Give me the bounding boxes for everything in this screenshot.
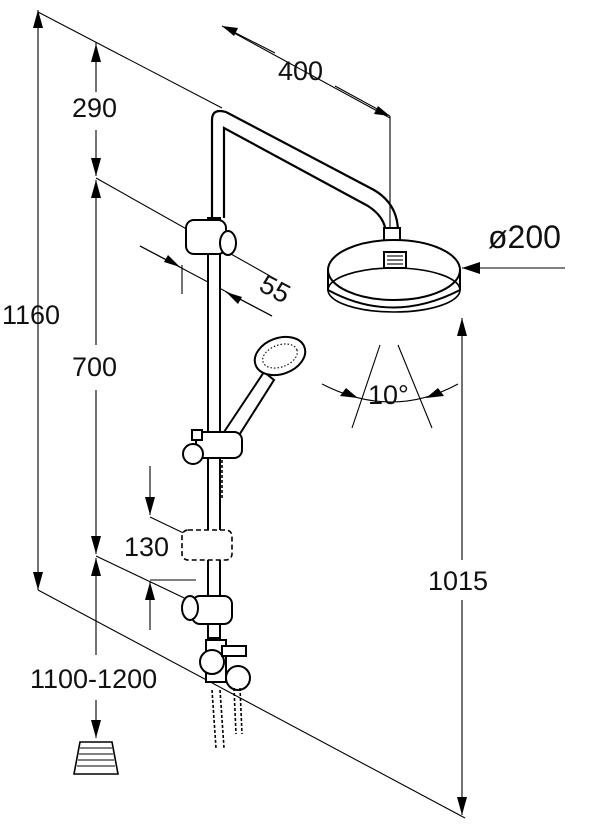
dim-top-offset	[91, 42, 101, 176]
lower-wall-bracket	[181, 595, 233, 625]
label-mount-height: 1100-1200	[30, 664, 157, 694]
dim-head-diameter	[462, 262, 565, 274]
floor-symbol-icon	[73, 741, 119, 775]
dim-holder-travel	[145, 466, 197, 630]
label-head-clearance: 1015	[428, 566, 488, 596]
label-arm-length: 400	[278, 56, 323, 86]
label-top-offset: 290	[72, 93, 117, 123]
upper-wall-bracket	[185, 219, 237, 256]
dim-wall-gap	[139, 245, 273, 317]
diverter-valve	[199, 639, 251, 691]
label-rail-length: 700	[72, 352, 117, 382]
hand-shower	[222, 335, 307, 442]
label-head-diameter: ø200	[488, 219, 561, 255]
shower-rail	[207, 217, 223, 639]
hand-shower-holder	[182, 429, 243, 465]
dim-total-height	[33, 10, 43, 590]
dim-head-clearance	[457, 318, 467, 815]
dim-rail-length	[91, 180, 101, 554]
dim-mount-height	[91, 558, 101, 738]
supply-hoses	[211, 687, 243, 749]
dim-spray-angle	[321, 344, 459, 429]
label-holder-travel: 130	[124, 532, 169, 562]
dim-arm-length	[221, 25, 391, 232]
holder-alt-position	[181, 529, 233, 561]
shower-arm	[210, 109, 401, 253]
label-total-height: 1160	[2, 300, 60, 330]
overhead-shower-head	[327, 239, 461, 313]
label-wall-gap: 55	[255, 269, 296, 310]
label-spray-angle: 10°	[368, 380, 409, 410]
